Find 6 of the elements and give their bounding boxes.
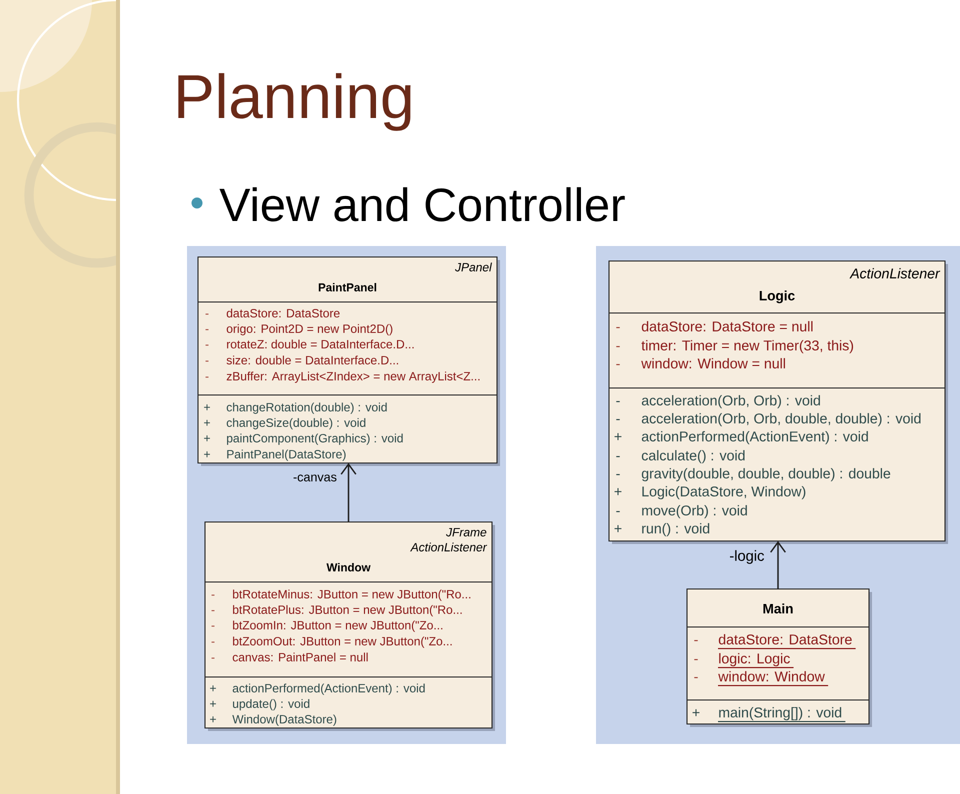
slide-title: Planning [178, 73, 411, 131]
association-arrow [340, 463, 356, 522]
edge-label: -canvas [294, 474, 336, 482]
association-arrow [770, 541, 786, 589]
bullet-text: View and Controller [219, 187, 625, 222]
edge-label: -logic [730, 550, 764, 564]
